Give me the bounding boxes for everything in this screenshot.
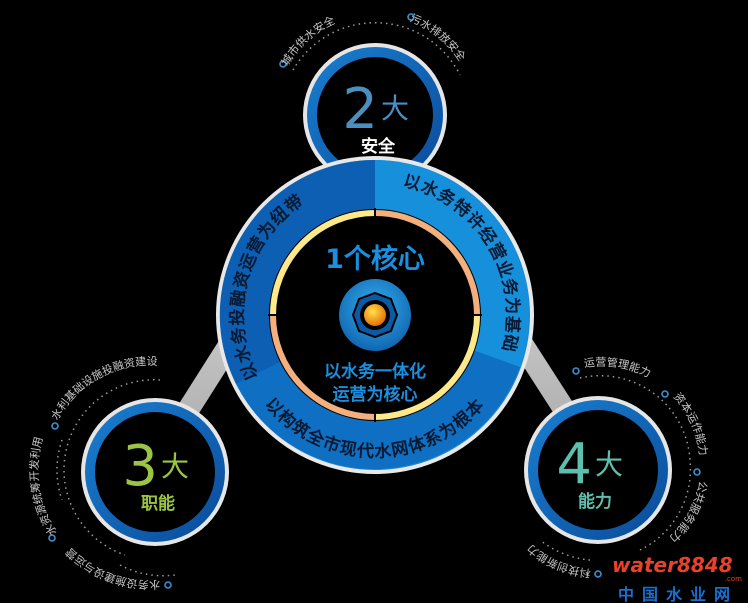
core-subtitle-line2: 运营为核心 [333, 384, 418, 405]
left-label: 职能 [141, 493, 175, 514]
left-number: 3 [122, 434, 158, 499]
core-subtitle-line1: 以水务一体化 [324, 361, 426, 382]
core-title: 1个核心 [325, 243, 425, 275]
watermark-logo: water8848 .com 中国水业网 [612, 553, 742, 603]
watermark-domain: .com [725, 575, 742, 583]
left-item-1: 水资源统筹开发利用 [27, 435, 60, 538]
top-unit: 大 [381, 92, 409, 125]
left-item-2: 水务设施建设与运营 [63, 545, 161, 591]
orbit-dots [48, 13, 701, 589]
top-item-0: 城市供水安全 [279, 13, 337, 68]
top-item-1: 污水排放安全 [408, 12, 469, 64]
right-number: 4 [556, 432, 592, 497]
node-right-capabilities: 4 大 能力 [524, 396, 672, 544]
right-item-1: 资本运作能力 [671, 390, 710, 456]
right-label: 能力 [578, 491, 612, 512]
dotted-orbits [56, 22, 692, 577]
right-item-3: 科技创新能力 [525, 542, 592, 581]
top-label: 安全 [361, 136, 396, 157]
center-core: 以水务投融资运营为纽带 以水务特许经营业务为基础 以构筑全市现代水网体系为根本 … [216, 156, 534, 474]
top-number: 2 [342, 77, 378, 142]
node-top-safety: 2 大 安全 [303, 43, 447, 187]
core-badge-icon [339, 279, 411, 351]
watermark-name: 中国水业网 [618, 585, 738, 603]
watermark-brand: water8848 [612, 553, 733, 577]
right-item-0: 运营管理能力 [583, 355, 653, 380]
left-unit: 大 [161, 450, 189, 483]
right-item-2: 公共服务能力 [667, 480, 710, 545]
node-left-functions: 3 大 职能 [81, 398, 229, 546]
right-unit: 大 [595, 448, 623, 481]
